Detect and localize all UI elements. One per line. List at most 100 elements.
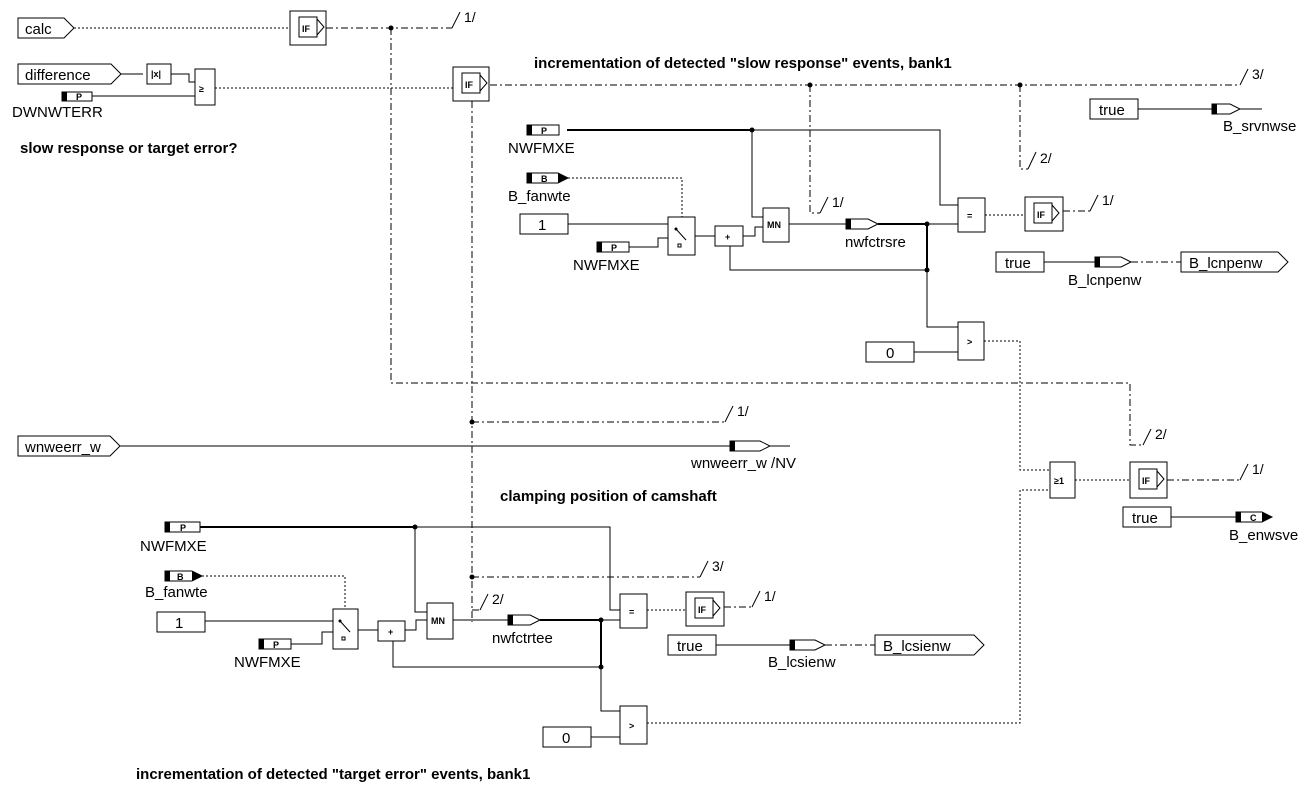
svg-text:MN: MN	[431, 616, 445, 626]
svg-text:MN: MN	[767, 220, 781, 230]
const-true-srvnwse: true	[1089, 98, 1139, 120]
svg-text:1/: 1/	[737, 403, 749, 419]
equals-block-top[interactable]: =	[957, 197, 986, 233]
message-b-fanwte-top: B B_fanwte	[508, 172, 571, 205]
junction-dots	[388, 25, 1023, 670]
svg-text:NWFMXE: NWFMXE	[234, 654, 301, 671]
svg-text:IF: IF	[1142, 476, 1151, 486]
sequence-mark: 1/	[1239, 461, 1264, 481]
svg-text:≥: ≥	[199, 84, 204, 94]
svg-text:B: B	[541, 174, 548, 184]
svg-text:true: true	[677, 638, 703, 655]
var-nwfctrtee: nwfctrtee	[492, 614, 553, 647]
svg-text:≥1: ≥1	[1054, 476, 1064, 486]
switch-block-top[interactable]	[667, 216, 696, 256]
if-block-main[interactable]: IF	[452, 66, 490, 102]
var-b-enwsve: C B_enwsve	[1229, 511, 1298, 544]
sequence-mark: 1/	[819, 194, 844, 214]
comment-slow-or-target-error: slow response or target error?	[20, 140, 238, 157]
svg-text:=: =	[967, 211, 972, 221]
min-block-bot[interactable]: MN	[426, 602, 454, 640]
min-block-top[interactable]: MN	[762, 207, 790, 243]
var-b-lcnpenw: B_lcnpenw	[1068, 256, 1142, 289]
svg-text:B_lcnpenw: B_lcnpenw	[1189, 255, 1263, 272]
sequence-mark: 2/	[1142, 426, 1167, 446]
svg-text:true: true	[1005, 255, 1031, 272]
equals-block-bot[interactable]: =	[619, 593, 648, 629]
svg-text:IF: IF	[302, 24, 311, 34]
svg-text:0: 0	[562, 730, 570, 747]
svg-text:P: P	[541, 126, 547, 136]
sequence-marks: 1/ 3/ 2/ 1/ 1/ 1/ 2/ 1/ 3/ 2/ 1/	[451, 9, 1264, 611]
svg-text:nwfctrtee: nwfctrtee	[492, 630, 553, 647]
sequence-mark: 3/	[699, 558, 724, 578]
svg-text:B: B	[177, 572, 184, 582]
svg-text:0: 0	[886, 345, 894, 362]
input-port-difference[interactable]: difference	[17, 63, 122, 85]
input-port-wnweerr-w[interactable]: wnweerr_w	[17, 435, 121, 457]
svg-text:1/: 1/	[464, 9, 476, 25]
const-one-top: 1	[519, 213, 569, 235]
svg-text:B_lcsienw: B_lcsienw	[883, 638, 951, 655]
svg-text:wnweerr_w: wnweerr_w	[24, 439, 101, 456]
svg-text:NWFMXE: NWFMXE	[508, 140, 575, 157]
adder-block-top[interactable]: +	[714, 225, 744, 247]
svg-text:B_lcnpenw: B_lcnpenw	[1068, 272, 1142, 289]
abs-block[interactable]: |x|	[146, 63, 172, 85]
svg-text:1/: 1/	[1102, 192, 1114, 208]
svg-text:3/: 3/	[1252, 66, 1264, 82]
sequence-mark: 1/	[1089, 192, 1114, 212]
const-zero-top: 0	[865, 341, 915, 363]
svg-text:C: C	[1250, 513, 1257, 523]
const-true-enwsve: true	[1122, 506, 1172, 528]
svg-text:1/: 1/	[1252, 461, 1264, 477]
svg-text:B_enwsve: B_enwsve	[1229, 527, 1298, 544]
if-block-lcnpenw[interactable]: IF	[1024, 196, 1064, 232]
svg-text:2/: 2/	[1155, 426, 1167, 442]
switch-block-bot[interactable]	[332, 608, 359, 650]
input-port-calc[interactable]: calc	[17, 17, 75, 39]
if-block-calc[interactable]: IF	[289, 10, 327, 46]
svg-text:+: +	[725, 232, 730, 242]
svg-text:P: P	[273, 640, 279, 650]
var-wnweerr-w-nv: wnweerr_w /NV	[690, 440, 796, 472]
svg-text:B_fanwte: B_fanwte	[145, 584, 208, 601]
sequence-mark: 1/	[724, 403, 749, 423]
sequence-mark: 2/	[1027, 150, 1052, 170]
svg-text:|x|: |x|	[151, 69, 161, 79]
output-port-b-lcsienw[interactable]: B_lcsienw	[874, 634, 985, 656]
comment-target-error-bank1: incrementation of detected "target error…	[136, 766, 530, 783]
svg-text:IF: IF	[1037, 210, 1046, 220]
comment-clamping-position: clamping position of camshaft	[500, 488, 717, 505]
param-dwnwterr: P DWNWTERR	[12, 91, 103, 121]
greater-block-bot[interactable]: >	[619, 705, 648, 745]
svg-text:1: 1	[175, 615, 183, 632]
greater-block-top[interactable]: >	[957, 321, 985, 361]
compare-ge-block[interactable]: ≥	[194, 68, 216, 106]
const-true-lcnpenw: true	[995, 251, 1045, 273]
message-b-fanwte-bot: B B_fanwte	[145, 570, 208, 601]
svg-text:NWFMXE: NWFMXE	[140, 538, 207, 555]
var-nwfctrsre: nwfctrsre	[845, 218, 906, 251]
svg-text:P: P	[611, 243, 617, 253]
svg-text:>: >	[967, 337, 972, 347]
or-block[interactable]: ≥1	[1049, 461, 1076, 499]
const-one-bot: 1	[156, 611, 206, 633]
svg-text:1/: 1/	[764, 588, 776, 604]
svg-text:P: P	[180, 523, 186, 533]
svg-text:IF: IF	[698, 605, 707, 615]
if-block-enwsve[interactable]: IF	[1129, 461, 1168, 499]
connections	[74, 27, 1262, 738]
svg-text:>: >	[629, 721, 634, 731]
svg-text:3/: 3/	[712, 558, 724, 574]
svg-text:+: +	[388, 627, 393, 637]
adder-block-bot[interactable]: +	[377, 620, 406, 642]
svg-text:B_fanwte: B_fanwte	[508, 188, 571, 205]
if-block-lcsienw[interactable]: IF	[685, 591, 725, 627]
svg-text:1: 1	[538, 217, 546, 234]
svg-text:1/: 1/	[832, 194, 844, 210]
param-nwfmxe-bot-a: P NWFMXE	[140, 521, 207, 555]
output-port-b-lcnpenw[interactable]: B_lcnpenw	[1180, 251, 1289, 273]
var-b-lcsienw: B_lcsienw	[768, 639, 836, 671]
var-b-srvnwse: B_srvnwse	[1211, 103, 1296, 135]
